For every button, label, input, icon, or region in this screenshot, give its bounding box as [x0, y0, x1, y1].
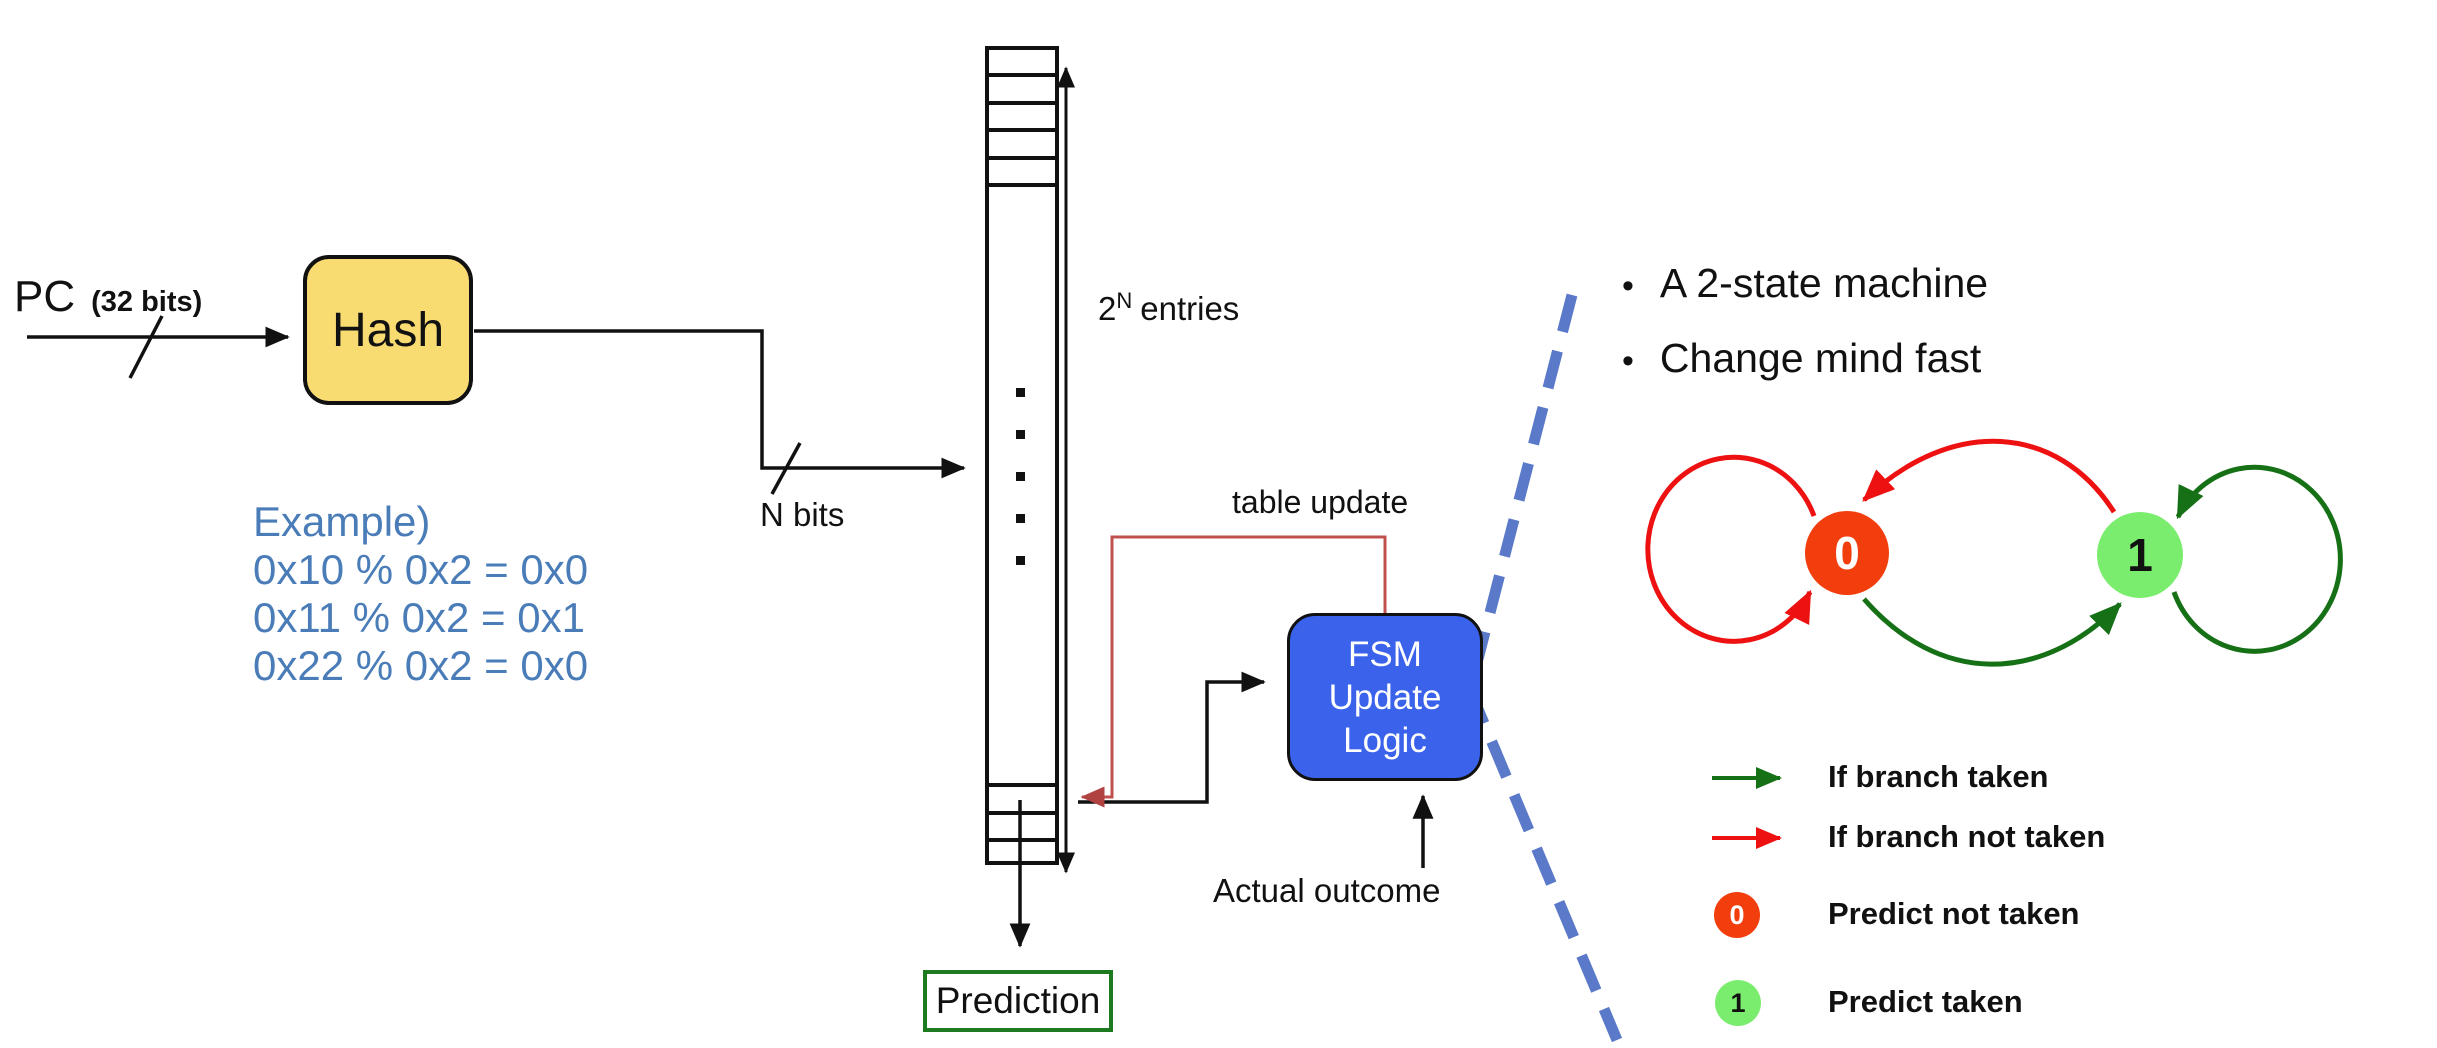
state0-to-state1-taken-arc: [1862, 597, 2122, 667]
section-divider-dashed-line: [1464, 293, 1623, 1043]
example-line: 0x22 % 0x2 = 0x0: [253, 642, 589, 689]
prediction-box-label: Prediction: [935, 980, 1101, 1021]
fsm-box-line: FSM: [1348, 634, 1422, 674]
prediction-table: [985, 46, 1059, 865]
hash-box-label: Hash: [331, 303, 445, 357]
bullet-text: A 2-state machine: [1659, 260, 1989, 306]
table-to-fsm-wire: [1078, 671, 1266, 804]
n-bits-label: N bits: [760, 496, 845, 533]
legend-state-0-chip: 0: [1714, 892, 1760, 938]
example-line: 0x10 % 0x2 = 0x0: [253, 546, 589, 593]
state1-self-loop-taken: [2171, 464, 2343, 654]
bullet-item: • Change mind fast: [1622, 335, 1988, 382]
fsm-box-line: Update: [1328, 677, 1442, 717]
actual-outcome-label: Actual outcome: [1213, 872, 1441, 909]
fsm-state-1: 1: [2097, 512, 2183, 598]
prediction-table-row-lines: [987, 73, 1057, 842]
example-heading: Example): [253, 498, 431, 545]
entries-base: 2: [1098, 290, 1117, 327]
fsm-update-logic-box: FSM Update Logic: [1287, 613, 1483, 781]
pc-width-note: (32 bits): [91, 286, 203, 318]
table-update-label: table update: [1232, 484, 1409, 520]
fsm-state-0: 0: [1805, 511, 1889, 595]
state0-self-loop-not-taken: [1645, 454, 1817, 644]
hash-box: Hash: [303, 255, 473, 405]
bus-width-slash-32: [128, 315, 164, 379]
pc-text: PC: [14, 272, 76, 321]
fsm-box-line: Logic: [1343, 720, 1427, 760]
notes-bullet-list: • A 2-state machine • Change mind fast: [1622, 260, 1988, 382]
legend-label-predict-not-taken: Predict not taken: [1828, 896, 2080, 931]
entries-exponent: N: [1116, 288, 1133, 313]
prediction-box: Prediction: [923, 970, 1113, 1032]
bullet-text: Change mind fast: [1659, 335, 1982, 381]
hash-to-table-wire: [474, 329, 966, 479]
bullet-dot: •: [1622, 342, 1634, 380]
pc-label: PC (32 bits): [14, 272, 202, 322]
entries-suffix: entries: [1140, 290, 1240, 327]
example-line: 0x11 % 0x2 = 0x1: [253, 594, 585, 641]
table-ellipsis-dots: [1016, 388, 1025, 565]
bullet-dot: •: [1622, 267, 1634, 305]
legend-state-1-chip: 1: [1715, 980, 1761, 1026]
legend-label-taken: If branch taken: [1828, 759, 2049, 794]
legend-label-not-taken: If branch not taken: [1828, 819, 2106, 854]
state1-to-state0-not-taken-arc: [1862, 438, 2117, 514]
legend-label-predict-taken: Predict taken: [1828, 984, 2023, 1019]
bus-width-slash-n: [770, 442, 802, 495]
bullet-item: • A 2-state machine: [1622, 260, 1988, 307]
hash-example-block: Example) 0x10 % 0x2 = 0x0 0x11 % 0x2 = 0…: [253, 498, 588, 690]
fsm-table-update-wire: [1080, 535, 1387, 808]
